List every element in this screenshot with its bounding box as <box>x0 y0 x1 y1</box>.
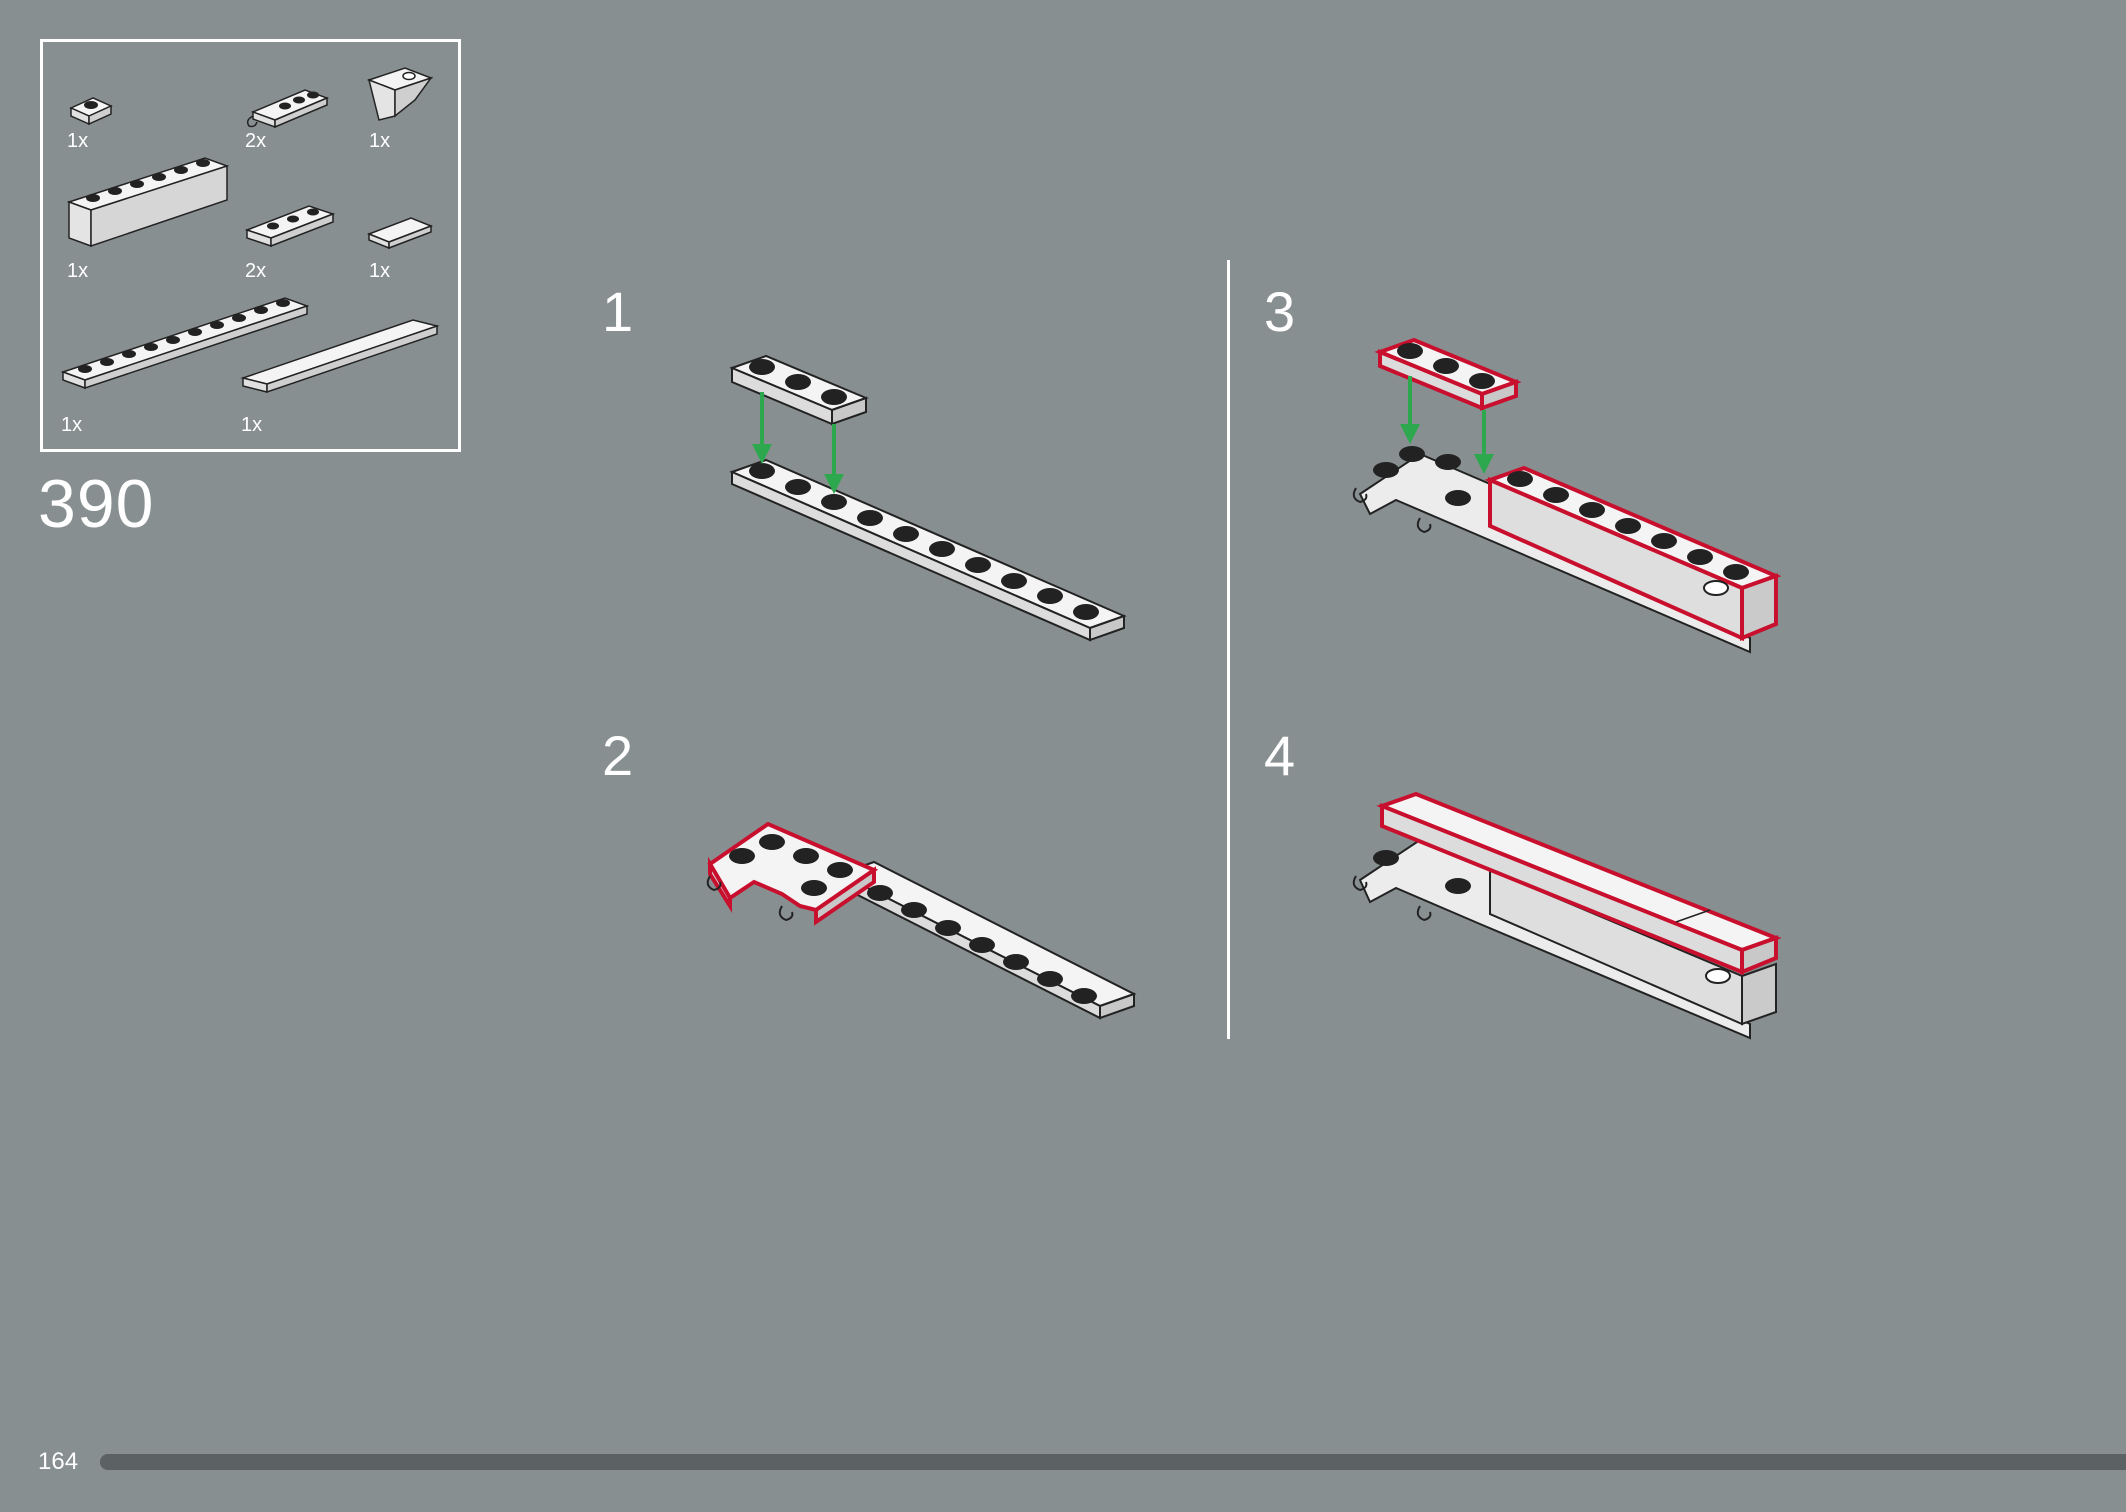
step-1-illustration <box>729 354 1127 642</box>
step-4-illustration <box>1352 791 1782 1040</box>
step-2-illustration <box>706 821 1137 1020</box>
progress-fill <box>100 1454 2126 1470</box>
part-qty: 1x <box>67 260 89 282</box>
plate-1x3-icon <box>244 205 336 248</box>
parts-list-box: 1x 2x 1x 1x 2x <box>40 39 461 452</box>
tile-1x2-icon <box>366 217 434 250</box>
part-qty: 1x <box>369 130 391 152</box>
page-number: 164 <box>38 1448 79 1475</box>
step-number: 3 <box>1264 280 1296 343</box>
plate-clip-1x2-icon <box>246 89 330 129</box>
step-number: 1 <box>602 280 634 343</box>
build-step-number: 390 <box>38 466 155 542</box>
part-qty: 1x <box>369 260 391 282</box>
step-number: 4 <box>1264 724 1296 787</box>
plate-1x10-icon <box>60 297 310 390</box>
tile-1x8-icon <box>240 319 440 394</box>
plate-1x1-icon <box>69 97 113 126</box>
part-qty: 1x <box>67 130 89 152</box>
progress-bar <box>100 1454 2126 1470</box>
brick-1x6-icon <box>66 157 230 248</box>
step-divider <box>1227 260 1230 1039</box>
slope-inverted-icon <box>366 67 434 121</box>
part-qty: 2x <box>245 260 267 282</box>
part-qty: 2x <box>245 130 267 152</box>
step-3-illustration <box>1352 337 1782 654</box>
part-qty: 1x <box>61 414 83 436</box>
part-qty: 1x <box>241 414 263 436</box>
step-number: 2 <box>602 724 634 787</box>
